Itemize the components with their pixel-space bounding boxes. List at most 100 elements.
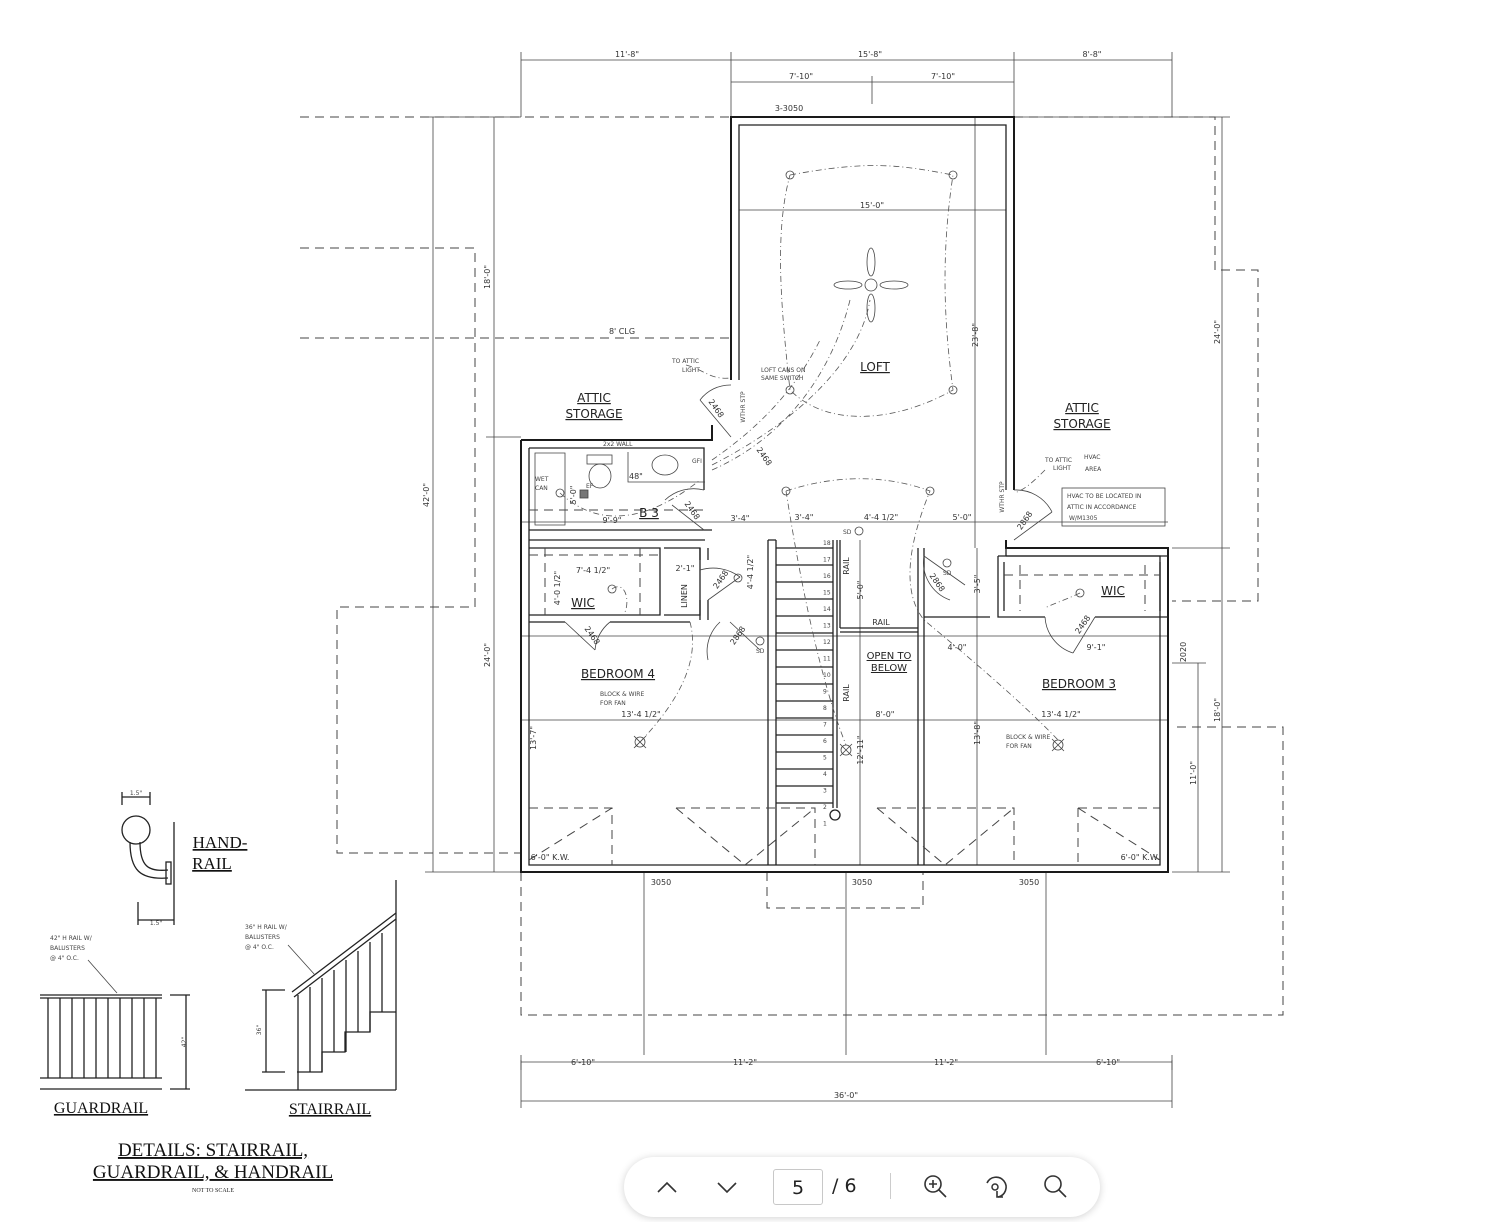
smoke-detector-label: SD bbox=[756, 648, 765, 655]
note: 48" bbox=[629, 472, 643, 481]
stair-tread-number: 10 bbox=[823, 672, 831, 679]
door-label: 2468 bbox=[707, 398, 726, 420]
door-label: 2468 bbox=[1073, 614, 1092, 636]
door-swings bbox=[564, 384, 1096, 661]
dim-label: 3'-5" bbox=[973, 575, 982, 594]
stair-tread-number: 16 bbox=[823, 573, 831, 580]
rotate-button[interactable] bbox=[980, 1172, 1012, 1202]
zoom-in-icon bbox=[924, 1175, 947, 1198]
dim-label: 8'-8" bbox=[1083, 50, 1102, 59]
window-label: 3050 bbox=[1019, 878, 1039, 887]
handrail-dim: 1.5" bbox=[130, 790, 143, 797]
window-label: 3050 bbox=[651, 878, 671, 887]
search-button[interactable] bbox=[1040, 1172, 1072, 1202]
room-label-attic-right: ATTIC bbox=[1065, 401, 1099, 415]
dim-label: 5'-0" bbox=[569, 486, 578, 505]
dim-label: 7'-4 1/2" bbox=[576, 566, 610, 575]
stair-tread-number: 12 bbox=[823, 639, 831, 646]
stair-tread-number: 18 bbox=[823, 540, 831, 547]
stair-tread-number: 6 bbox=[823, 738, 827, 745]
stairrail-note: 36" H RAIL W/ bbox=[245, 924, 288, 931]
stairrail-dim: 36" bbox=[256, 1025, 263, 1036]
dim-label: 4'-4 1/2" bbox=[864, 513, 898, 522]
search-icon bbox=[1044, 1175, 1067, 1198]
dim-label: 2'-1" bbox=[676, 564, 695, 573]
fan-box-icons bbox=[633, 735, 1065, 757]
window-label: 3050 bbox=[852, 878, 872, 887]
stair-tread-number: 9 bbox=[823, 689, 827, 696]
room-label-bedroom-3: BEDROOM 3 bbox=[1042, 677, 1116, 691]
dim-label: 13'-4 1/2" bbox=[1041, 710, 1080, 719]
stair-tread-number: 7 bbox=[823, 722, 827, 729]
note: TO ATTIC bbox=[671, 358, 699, 365]
door-label: 2468 bbox=[755, 446, 774, 468]
zoom-in-button[interactable] bbox=[920, 1172, 952, 1202]
door-label: 2468 bbox=[583, 625, 602, 647]
stair-tread-number: 15 bbox=[823, 590, 831, 597]
dim-label: 4'-0 1/2" bbox=[553, 571, 562, 605]
stair-tread-number: 3 bbox=[823, 788, 827, 795]
rotate-icon bbox=[986, 1176, 1007, 1198]
dim-label: 4'-0" bbox=[948, 643, 967, 652]
dim-label: 18'-0" bbox=[1213, 698, 1222, 722]
dim-label: 24'-0" bbox=[1213, 320, 1222, 344]
next-page-button[interactable] bbox=[711, 1172, 743, 1202]
door-label: 2468 bbox=[683, 500, 702, 522]
stair-tread-number: 2 bbox=[823, 804, 827, 811]
dim-label: 9'-1" bbox=[1087, 643, 1106, 652]
note: GFI bbox=[692, 458, 702, 465]
dim-label: 3'-4" bbox=[731, 514, 750, 523]
wthr-stp-label: WTHR STP bbox=[999, 481, 1006, 513]
window-label: 3-3050 bbox=[775, 104, 803, 113]
guardrail-title: GUARDRAIL bbox=[54, 1100, 148, 1117]
previous-page-button[interactable] bbox=[651, 1172, 683, 1202]
details-title: GUARDRAIL, & HANDRAIL bbox=[93, 1162, 333, 1183]
dimension-lines bbox=[425, 52, 1230, 1108]
rail-label: RAIL bbox=[842, 684, 851, 702]
dim-label: 11'-8" bbox=[615, 50, 639, 59]
stair-tread-number: 1 bbox=[823, 821, 827, 828]
dim-label: 5'-0" bbox=[953, 513, 972, 522]
note: BLOCK & WIRE bbox=[600, 691, 644, 698]
hvac-note-box bbox=[1061, 487, 1166, 527]
door-label: 2468 bbox=[711, 569, 730, 591]
note: EF bbox=[586, 483, 594, 490]
handrail-detail bbox=[121, 792, 175, 925]
dim-label: 11'-2" bbox=[934, 1058, 958, 1067]
ceiling-fan-icon bbox=[833, 247, 909, 323]
note: LIGHT bbox=[682, 367, 700, 374]
stairrail-note: BALUSTERS bbox=[245, 934, 280, 941]
guardrail-dim: 42" bbox=[181, 1037, 188, 1048]
dim-label: 7'-10" bbox=[931, 72, 955, 81]
guardrail-detail bbox=[40, 959, 190, 1090]
dim-label: 7'-10" bbox=[789, 72, 813, 81]
rail-label: RAIL bbox=[842, 557, 851, 575]
dim-label: 3'-4" bbox=[795, 513, 814, 522]
dim-label: 6'-0" K.W. bbox=[531, 853, 570, 862]
details-subtitle: NOT TO SCALE bbox=[192, 1188, 234, 1194]
note: WET bbox=[535, 476, 549, 483]
dim-label: 11'-0" bbox=[1189, 761, 1198, 785]
stair-tread-number: 4 bbox=[823, 771, 827, 778]
note: W/M1305 bbox=[1069, 515, 1098, 522]
dim-label: 6'-10" bbox=[1096, 1058, 1120, 1067]
pdf-viewer-toolbar: 5 / 6 bbox=[624, 1157, 1100, 1217]
dim-label: 36'-0" bbox=[834, 1091, 858, 1100]
room-label-attic-right: STORAGE bbox=[1053, 417, 1110, 431]
room-label-attic-left: STORAGE bbox=[565, 407, 622, 421]
guardrail-note: @ 4" O.C. bbox=[50, 955, 79, 962]
ceiling-height-label: 8' CLG bbox=[609, 327, 635, 336]
dim-label: 8'-0" bbox=[876, 710, 895, 719]
dim-label: 9'-9" bbox=[603, 516, 622, 525]
dim-label: 42'-0" bbox=[422, 483, 431, 507]
guardrail-note: 42" H RAIL W/ bbox=[50, 935, 93, 942]
page-number-input[interactable]: 5 bbox=[773, 1169, 823, 1205]
wthr-stp-label: WTHR STP bbox=[740, 391, 747, 423]
stair-tread-number: 17 bbox=[823, 557, 831, 564]
stair-tread-number: 13 bbox=[823, 623, 831, 630]
door-label: 2868 bbox=[1015, 510, 1034, 532]
stair-tread-number: 11 bbox=[823, 656, 831, 663]
note: BLOCK & WIRE bbox=[1006, 734, 1050, 741]
dim-label: 4'-4 1/2" bbox=[746, 555, 755, 589]
